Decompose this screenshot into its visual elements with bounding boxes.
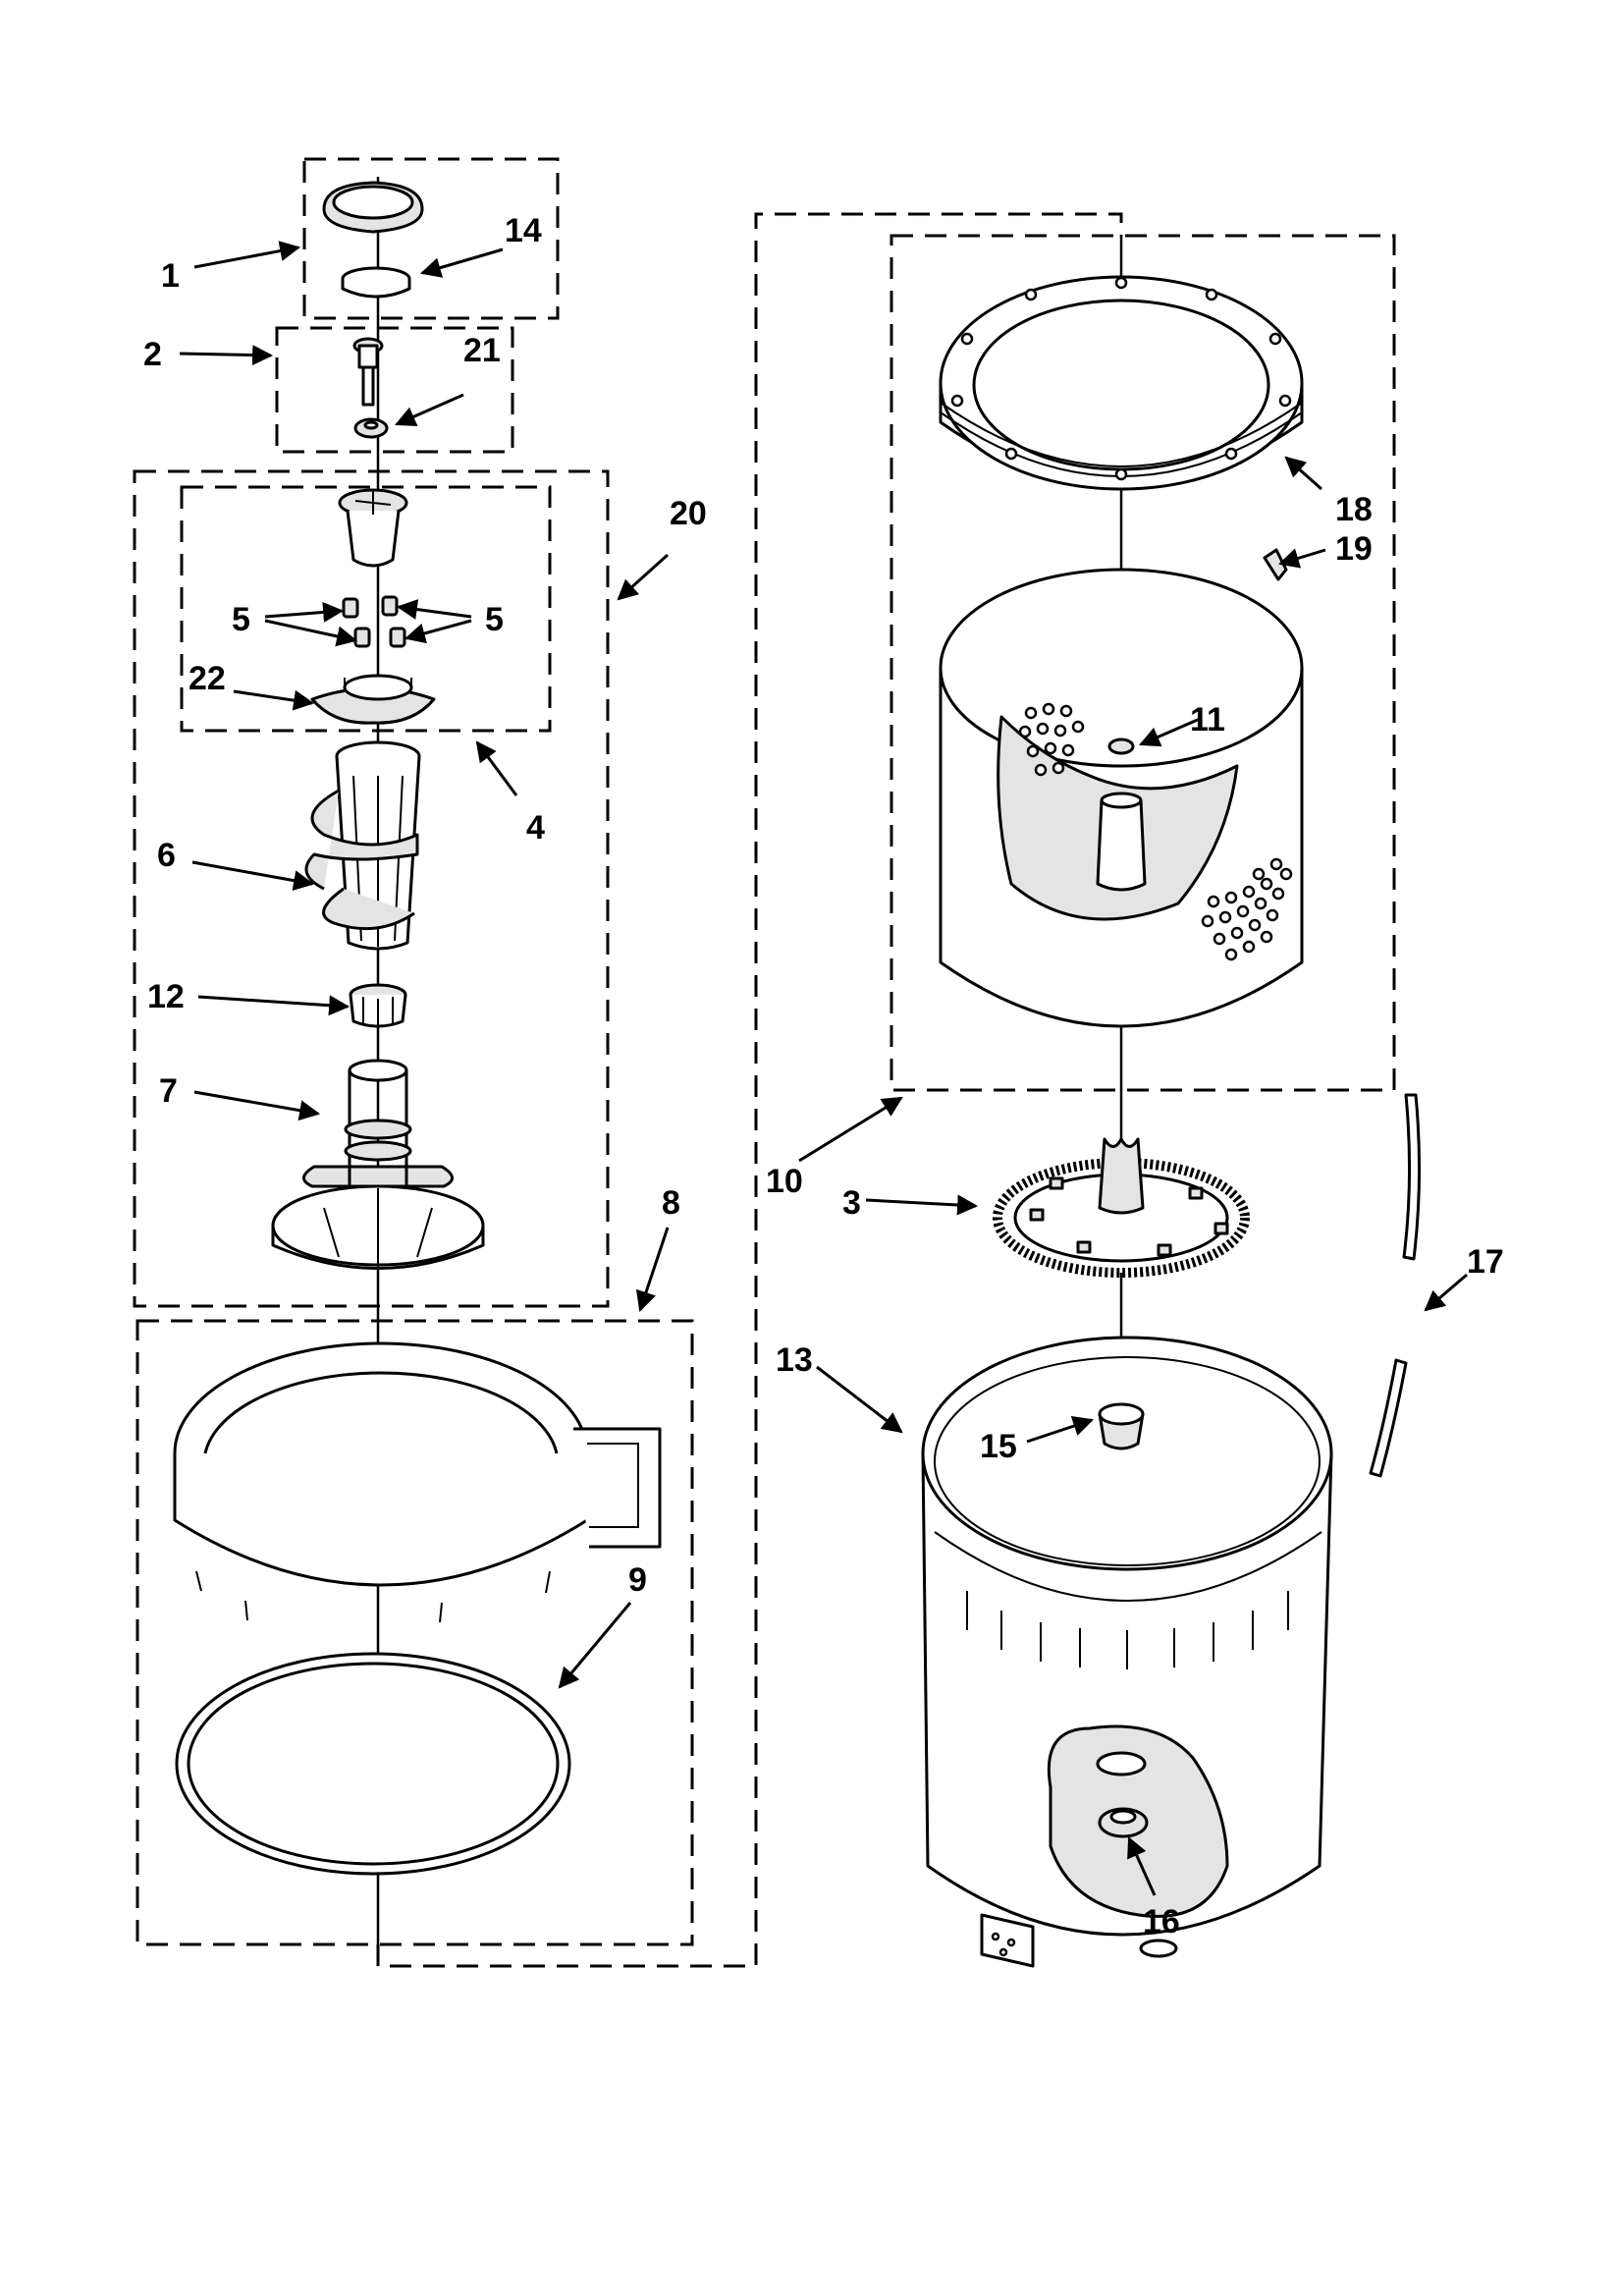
callout-12: 12 bbox=[147, 978, 185, 1015]
tub-gasket bbox=[175, 1652, 571, 1876]
callout-18: 18 bbox=[1335, 491, 1373, 528]
callout-5-right: 5 bbox=[485, 601, 504, 638]
callout-2: 2 bbox=[143, 336, 162, 373]
box-cam-kit bbox=[180, 485, 552, 733]
balance-ring-clip bbox=[1263, 548, 1288, 581]
callout-16: 16 bbox=[1143, 1903, 1180, 1941]
callout-21: 21 bbox=[463, 332, 501, 369]
drain-hose bbox=[1369, 1093, 1422, 1478]
basket-holes-left bbox=[1018, 702, 1085, 777]
box-bolt-assembly bbox=[275, 326, 514, 454]
leader-arrows bbox=[179, 241, 1468, 1896]
agitator-bolt bbox=[352, 337, 384, 407]
dog-cam bbox=[338, 488, 408, 568]
box-tub-ring bbox=[135, 1319, 694, 1946]
callout-11: 11 bbox=[1190, 701, 1225, 738]
callout-14: 14 bbox=[505, 212, 542, 249]
callout-4: 4 bbox=[526, 809, 545, 847]
outer-tub bbox=[921, 1336, 1333, 1968]
callout-6: 6 bbox=[157, 837, 176, 874]
callout-22: 22 bbox=[189, 660, 226, 697]
basket-holes-right bbox=[1201, 857, 1293, 961]
callout-1: 1 bbox=[161, 257, 180, 295]
wash-basket bbox=[939, 568, 1304, 1028]
callout-10: 10 bbox=[766, 1163, 803, 1200]
callout-20: 20 bbox=[670, 495, 707, 532]
brake-spring-assembly bbox=[993, 1137, 1250, 1278]
bolt-washer bbox=[353, 417, 389, 439]
box-basket bbox=[890, 234, 1396, 1092]
agitator-bearing bbox=[349, 983, 407, 1028]
callout-labels: 1 2 14 21 20 5 5 22 4 6 12 7 8 9 18 19 1… bbox=[143, 212, 1504, 1941]
callout-13: 13 bbox=[776, 1341, 813, 1379]
callout-15: 15 bbox=[980, 1428, 1017, 1465]
box-cap-assembly bbox=[302, 157, 560, 320]
callout-5-left: 5 bbox=[232, 601, 250, 638]
box-agitator-assembly bbox=[133, 469, 610, 1308]
callout-19: 19 bbox=[1335, 530, 1373, 568]
callout-3: 3 bbox=[842, 1184, 861, 1222]
auger bbox=[304, 740, 421, 951]
tub-ring bbox=[173, 1341, 662, 1623]
balance-ring bbox=[939, 275, 1304, 491]
callout-9: 9 bbox=[628, 1561, 647, 1599]
tub-fitting bbox=[1098, 1402, 1145, 1450]
agitator-cap bbox=[322, 181, 424, 234]
callout-7: 7 bbox=[159, 1072, 178, 1110]
callout-17: 17 bbox=[1467, 1243, 1504, 1281]
cam-ring bbox=[310, 674, 436, 725]
agitator-base bbox=[271, 1059, 485, 1270]
callout-8: 8 bbox=[662, 1184, 680, 1222]
cap-seal-ring bbox=[341, 266, 411, 299]
